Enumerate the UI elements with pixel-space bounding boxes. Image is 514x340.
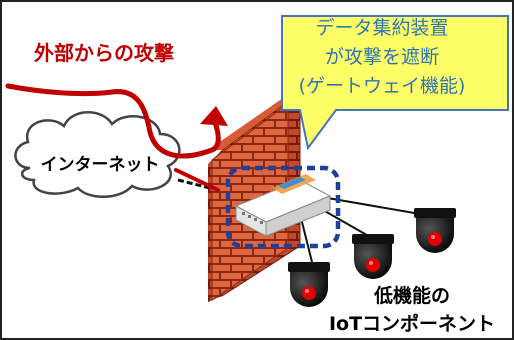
camera-icon <box>288 262 330 307</box>
camera-icon <box>414 208 456 253</box>
gateway-highlight <box>225 165 341 249</box>
callout-bubble <box>281 15 509 151</box>
iot-label-line: 低機能の <box>373 285 450 307</box>
iot-label: 低機能の IoTコンポーネント <box>322 282 502 338</box>
cloud-icon <box>14 111 181 198</box>
attack-label: 外部からの攻撃 <box>34 41 174 65</box>
iot-label-line: IoTコンポーネント <box>328 313 496 335</box>
callout-line: (ゲートウェイ機能) <box>298 75 466 97</box>
attack-arrow-icon <box>5 83 228 192</box>
callout-line: データ集約装置 <box>315 17 449 39</box>
gateway-device-icon <box>234 174 332 237</box>
camera-icon <box>352 234 394 279</box>
internet-label: インターネット <box>40 155 160 175</box>
callout-line: が攻撃を遮断 <box>324 46 439 68</box>
callout-text: データ集約装置 が攻撃を遮断 (ゲートウェイ機能) <box>262 14 502 101</box>
